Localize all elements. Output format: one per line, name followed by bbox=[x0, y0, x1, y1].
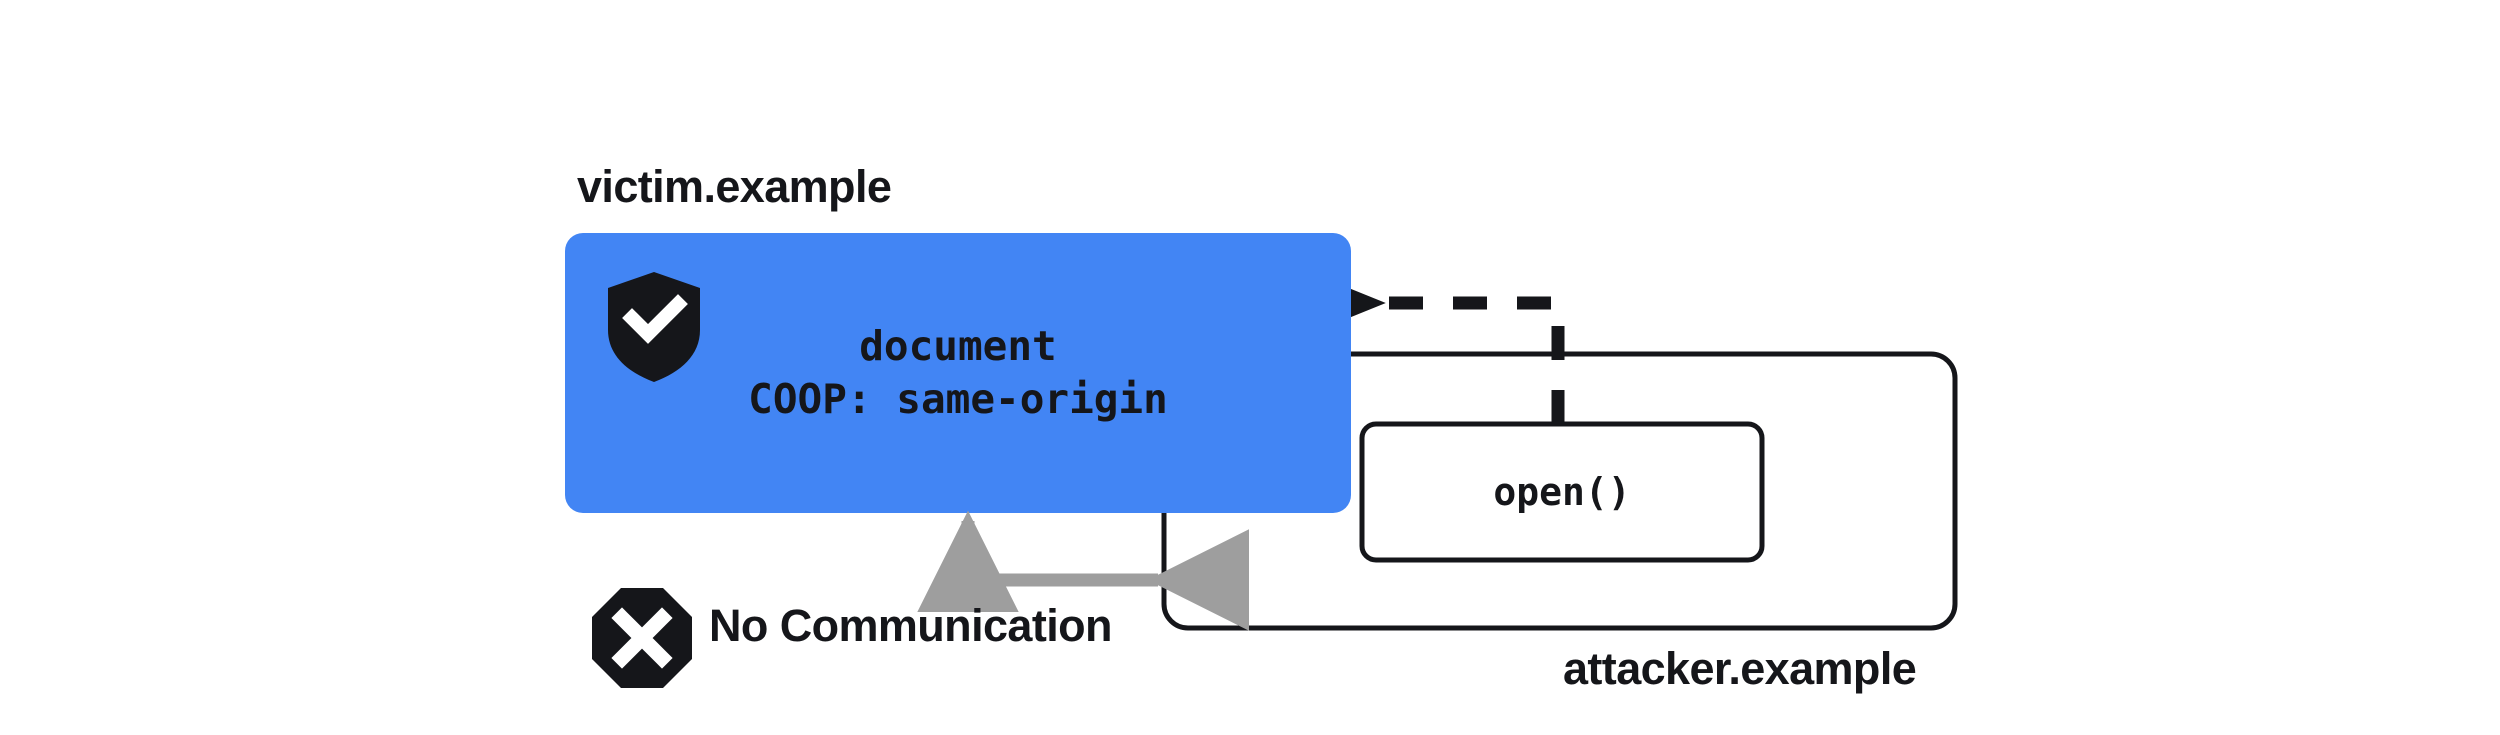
octagon-x-icon-mark bbox=[611, 607, 673, 669]
no-communication-label: No Communication bbox=[709, 600, 1113, 651]
shield-check-icon bbox=[608, 272, 700, 382]
victim-document-box-fill bbox=[565, 233, 1351, 513]
victim-origin-label: victim.example bbox=[577, 161, 892, 212]
victim-document-box bbox=[565, 233, 1351, 513]
attacker-origin-label: attacker.example bbox=[1563, 643, 1917, 694]
octagon-x-icon bbox=[592, 588, 692, 688]
no-communication-connector bbox=[917, 510, 1249, 631]
open-call-box[interactable] bbox=[1359, 421, 1765, 563]
open-call-box-outline[interactable] bbox=[1359, 421, 1765, 563]
shield-check-icon-mark bbox=[622, 294, 688, 344]
no-communication-arrow-path bbox=[917, 510, 1249, 631]
